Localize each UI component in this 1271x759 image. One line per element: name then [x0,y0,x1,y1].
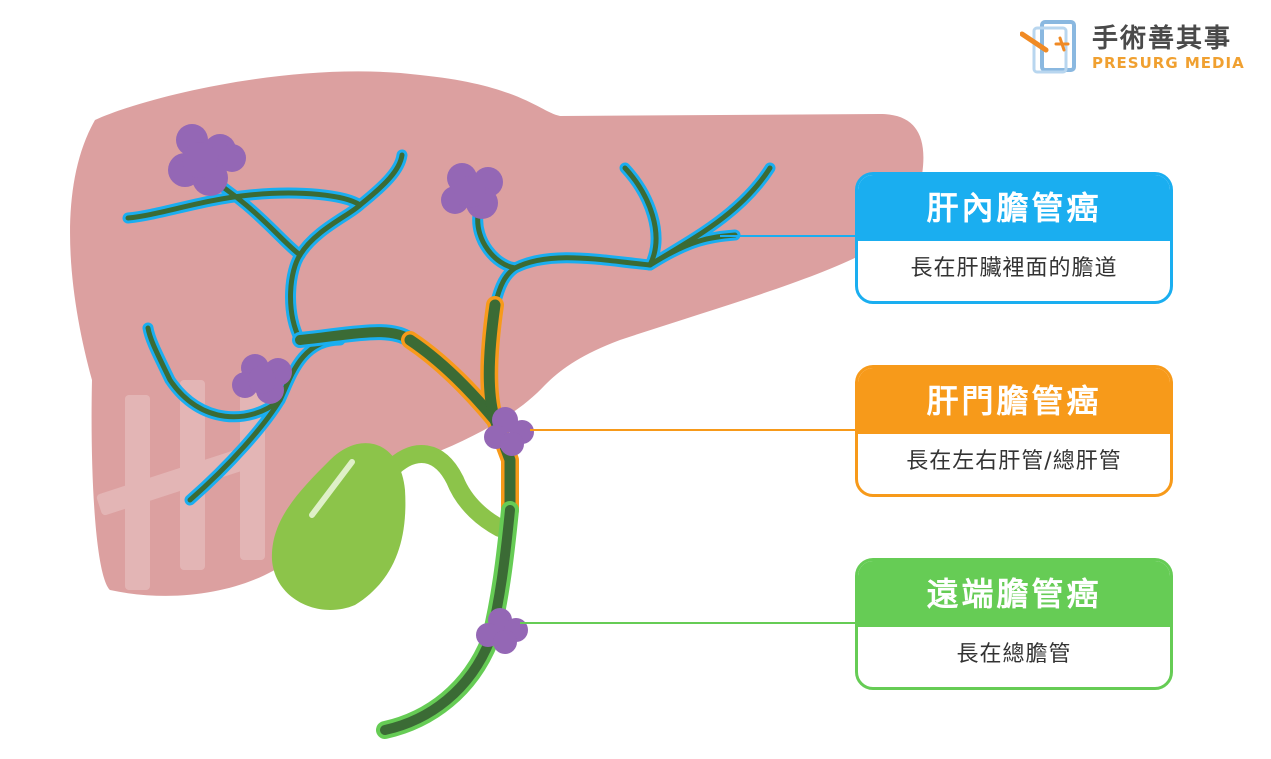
label-intrahepatic: 肝內膽管癌 長在肝臟裡面的膽道 [855,172,1173,304]
logo-chinese-name: 手術善其事 [1092,24,1233,54]
label-hilar-title: 肝門膽管癌 [858,368,1170,434]
label-distal-subtitle: 長在總膽管 [956,642,1072,667]
label-intrahepatic-title: 肝內膽管癌 [858,175,1170,241]
presurg-logo: 手術善其事 PRESURG MEDIA [1020,16,1250,76]
tumors [168,124,534,654]
logo-icon [1020,20,1076,74]
label-hilar: 肝門膽管癌 長在左右肝管/總肝管 [855,365,1173,497]
tumor-intrahepatic-3 [232,354,292,404]
label-distal-title: 遠端膽管癌 [858,561,1170,627]
label-distal: 遠端膽管癌 長在總膽管 [855,558,1173,690]
leader-lines [520,235,858,624]
label-intrahepatic-subtitle: 長在肝臟裡面的膽道 [910,256,1118,281]
tumor-intrahepatic-2 [441,163,503,219]
label-hilar-subtitle: 長在左右肝管/總肝管 [906,449,1122,474]
tumor-hilar [484,407,534,456]
tumor-intrahepatic-1 [168,124,246,196]
logo-english-name: PRESURG MEDIA [1092,54,1245,72]
gallbladder [271,443,509,610]
